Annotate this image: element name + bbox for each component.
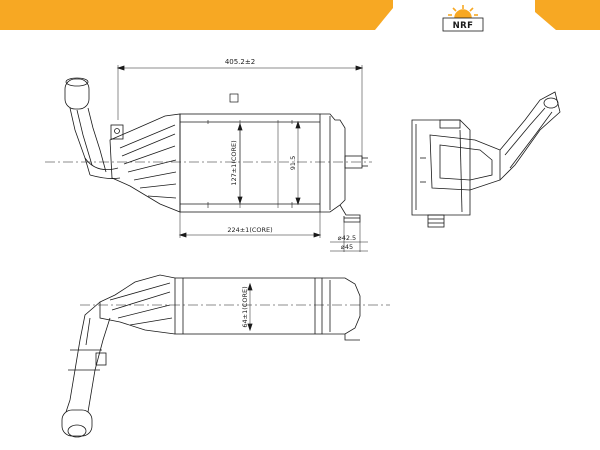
overall-width-label: 405.2±2 [225,58,255,66]
arrow-down-h [295,197,301,206]
arrow-down-core-h [237,196,243,205]
top-inlet-pipe [61,301,111,438]
arrow-down-depth [247,323,253,332]
arrow-cw-left [178,232,187,238]
front-inlet-tank [109,113,181,213]
front-inlet-pipe [64,77,124,179]
arrow-right [355,65,364,71]
height-label: 91.5 [289,156,297,170]
arrow-up-core-h [237,122,243,131]
header-accent-left [0,0,393,30]
arrow-left [116,65,125,71]
top-inlet-tank [99,274,176,335]
outlet-dia-b-label: ⌀45 [341,243,353,251]
arrow-up-h [295,120,301,129]
logo-text: NRF [453,21,474,31]
top-core [174,277,323,335]
core-height-label: 127±1(CORE) [230,140,238,185]
sun-icon [448,5,478,19]
nrf-logo: NRF [442,5,484,32]
top-outlet [322,277,361,335]
front-view [45,65,372,252]
front-core [179,113,321,213]
header-accent-right [535,0,600,30]
front-outlet-tank [320,113,368,223]
core-depth-label: 64±1(CORE) [241,286,249,327]
outlet-dia-a-label: ⌀42.5 [338,234,356,242]
side-view [411,91,561,228]
arrow-up-depth [247,282,253,291]
arrow-cw-right [313,232,322,238]
top-view [61,274,390,438]
reference-marker [229,93,239,103]
core-width-label: 224±1(CORE) [227,226,272,234]
logo-box [442,17,484,32]
